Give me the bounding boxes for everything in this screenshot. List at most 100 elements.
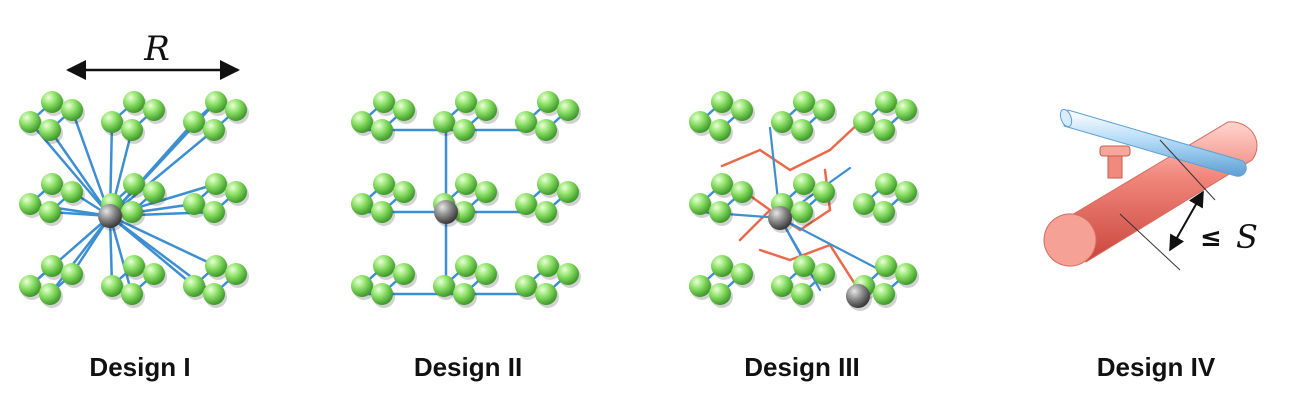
atom (709, 201, 731, 223)
atom (535, 283, 557, 305)
link (788, 243, 832, 262)
atom (537, 255, 559, 277)
atom (61, 99, 83, 121)
atom (203, 119, 225, 141)
atom (393, 263, 415, 285)
atom (689, 111, 711, 133)
atom (205, 255, 227, 277)
atom (351, 193, 373, 215)
design-iv-caption: Design IV (1096, 352, 1216, 382)
atom (537, 173, 559, 195)
atom (19, 275, 41, 297)
atom (143, 99, 165, 121)
atom (557, 263, 579, 285)
design-iii-panel (689, 91, 919, 311)
atom (875, 91, 897, 113)
atom (205, 91, 227, 113)
atom (515, 111, 537, 133)
atom (39, 201, 61, 223)
atom (813, 181, 835, 203)
atom (537, 91, 559, 113)
design-iv-panel: ≤ S (1043, 108, 1258, 271)
atom (373, 91, 395, 113)
atom (853, 193, 875, 215)
atom (709, 283, 731, 305)
atom (689, 193, 711, 215)
center-atom (846, 284, 870, 308)
atom (557, 181, 579, 203)
atom (895, 181, 917, 203)
atom (791, 201, 813, 223)
atom (771, 275, 793, 297)
link (108, 128, 216, 218)
atom (557, 99, 579, 121)
connector (1099, 145, 1131, 179)
atom (183, 275, 205, 297)
atom (455, 91, 477, 113)
atom (101, 111, 123, 133)
distance-symbol: ≤ (1200, 223, 1222, 253)
atom (203, 201, 225, 223)
atom (41, 91, 63, 113)
design-iii-atoms (689, 91, 919, 311)
atom (873, 119, 895, 141)
atom (873, 201, 895, 223)
link (108, 214, 218, 268)
distance-arrow (1169, 190, 1204, 252)
atom (41, 173, 63, 195)
link (778, 216, 882, 272)
atom (793, 173, 815, 195)
atom (875, 173, 897, 195)
design-iii-caption: Design III (744, 352, 860, 382)
atom (371, 201, 393, 223)
atom (123, 173, 145, 195)
atom (121, 283, 143, 305)
atom (143, 181, 165, 203)
link (798, 208, 832, 232)
design-ii-panel (351, 91, 581, 308)
center-atom (768, 206, 792, 230)
link (778, 216, 822, 292)
atom (143, 263, 165, 285)
link (48, 128, 112, 218)
atom (433, 111, 455, 133)
center-atom (98, 204, 122, 228)
atom (39, 283, 61, 305)
atom (475, 181, 497, 203)
atom (225, 99, 247, 121)
atom (393, 99, 415, 121)
atom (475, 99, 497, 121)
atom (351, 275, 373, 297)
atom (895, 99, 917, 121)
design-i-atoms (19, 91, 249, 308)
center-atom (434, 200, 458, 224)
atom (101, 275, 123, 297)
atom (731, 181, 753, 203)
atom (853, 111, 875, 133)
atom (535, 119, 557, 141)
atom (61, 263, 83, 285)
atom (183, 111, 205, 133)
atom (371, 119, 393, 141)
atom (123, 255, 145, 277)
atom (121, 201, 143, 223)
atom (453, 283, 475, 305)
atom (19, 193, 41, 215)
atom (373, 255, 395, 277)
atom (351, 111, 373, 133)
design-ii-caption: Design II (413, 352, 523, 382)
atom (205, 173, 227, 195)
distance-guide-top (1159, 139, 1216, 201)
atom (793, 255, 815, 277)
link (720, 148, 762, 168)
atom (121, 119, 143, 141)
atom (711, 255, 733, 277)
atom (875, 255, 897, 277)
atom (791, 283, 813, 305)
atom (793, 91, 815, 113)
atom (393, 181, 415, 203)
atom (711, 173, 733, 195)
atom (709, 119, 731, 141)
atom (183, 193, 205, 215)
